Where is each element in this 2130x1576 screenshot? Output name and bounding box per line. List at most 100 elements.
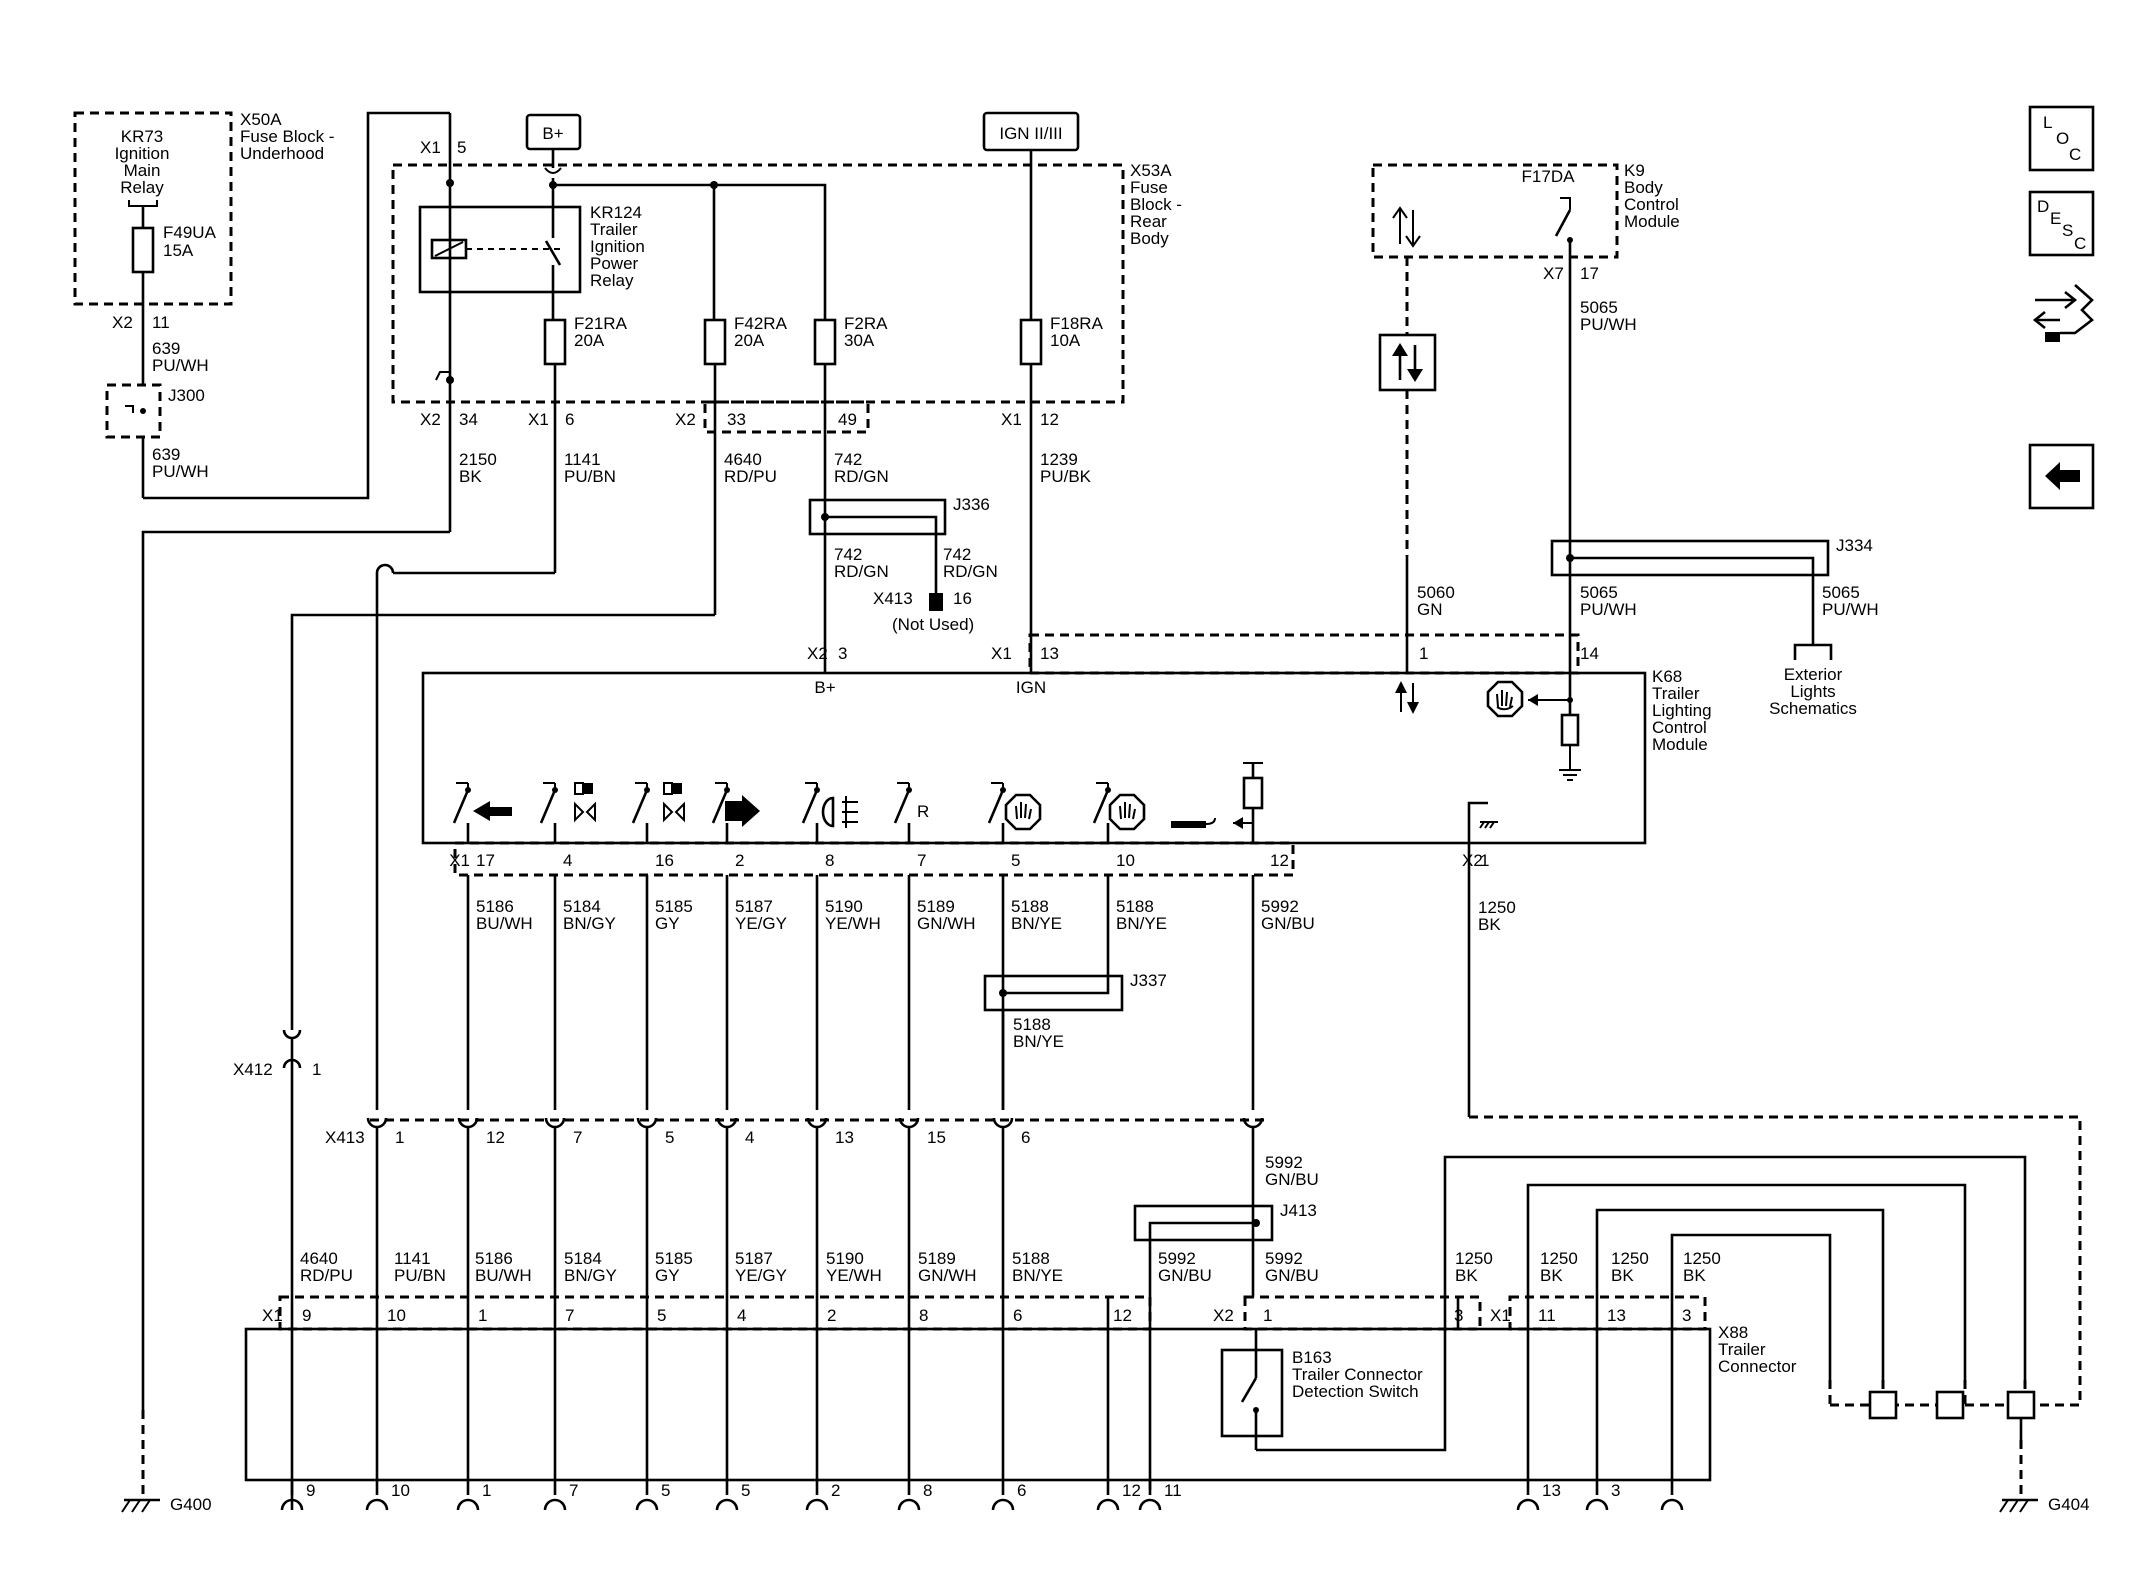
svg-text:X50A: X50A — [240, 110, 282, 129]
svg-text:RD/PU: RD/PU — [300, 1266, 353, 1285]
svg-text:3: 3 — [838, 644, 847, 663]
svg-text:16: 16 — [953, 589, 972, 608]
svg-text:X1: X1 — [1490, 1306, 1511, 1325]
svg-text:1: 1 — [312, 1060, 321, 1079]
svg-text:Trailer: Trailer — [1718, 1340, 1766, 1359]
svg-text:X2: X2 — [1213, 1306, 1234, 1325]
svg-text:1250: 1250 — [1455, 1249, 1493, 1268]
svg-text:5992: 5992 — [1158, 1249, 1196, 1268]
svg-text:8: 8 — [919, 1306, 928, 1325]
svg-text:X413: X413 — [873, 589, 913, 608]
svg-text:Trailer: Trailer — [1652, 684, 1700, 703]
x88-terminal: 12 — [1096, 1297, 1141, 1511]
svg-text:1: 1 — [482, 1481, 491, 1500]
svg-text:F49UA: F49UA — [163, 223, 217, 242]
svg-text:5188: 5188 — [1011, 897, 1049, 916]
connector-tool-icon[interactable] — [2032, 284, 2094, 342]
svg-text:GN/BU: GN/BU — [1265, 1266, 1319, 1285]
svg-text:G404: G404 — [2048, 1495, 2090, 1514]
svg-text:YE/WH: YE/WH — [826, 1266, 882, 1285]
svg-text:5: 5 — [665, 1128, 674, 1147]
svg-text:PU/WH: PU/WH — [1580, 315, 1637, 334]
svg-text:D: D — [2037, 197, 2049, 216]
svg-text:6: 6 — [1017, 1481, 1026, 1500]
j413-splice: J413 5992 GN/BU — [1133, 1153, 1319, 1490]
svg-text:639: 639 — [152, 445, 180, 464]
switch-fog-lamp-icon — [801, 782, 820, 843]
svg-text:J334: J334 — [1836, 536, 1873, 555]
x88-terminal — [1660, 1480, 1684, 1511]
svg-text:Lights: Lights — [1790, 682, 1835, 701]
svg-text:X2: X2 — [112, 313, 133, 332]
svg-text:1: 1 — [395, 1128, 404, 1147]
svg-text:X1: X1 — [528, 410, 549, 429]
svg-text:13: 13 — [1542, 1481, 1561, 1500]
x88-terminal: 13 — [1516, 1480, 1561, 1511]
switch-reverse-icon — [893, 782, 912, 843]
svg-text:1: 1 — [478, 1306, 487, 1325]
svg-text:33: 33 — [727, 410, 746, 429]
svg-text:Ignition: Ignition — [115, 144, 170, 163]
svg-text:30A: 30A — [844, 331, 875, 350]
svg-text:GY: GY — [655, 914, 680, 933]
svg-text:X1: X1 — [449, 851, 470, 870]
svg-text:5992: 5992 — [1261, 897, 1299, 916]
x412-connector: X412 1 — [233, 1029, 321, 1510]
svg-text:GN: GN — [1417, 600, 1443, 619]
svg-text:742: 742 — [943, 545, 971, 564]
svg-text:10: 10 — [1116, 851, 1135, 870]
svg-text:5189: 5189 — [918, 1249, 956, 1268]
svg-text:5: 5 — [1011, 851, 1020, 870]
j334-splice: J334 5065 PU/WH 5065 PU/WH Exterior Ligh… — [1550, 536, 1879, 718]
svg-text:K9: K9 — [1624, 161, 1645, 180]
svg-text:7: 7 — [917, 851, 926, 870]
svg-text:5184: 5184 — [563, 897, 601, 916]
svg-text:1250: 1250 — [1478, 898, 1516, 917]
x88-terminal: 7 — [543, 1297, 578, 1511]
svg-text:BN/YE: BN/YE — [1011, 914, 1062, 933]
svg-text:6: 6 — [1021, 1128, 1030, 1147]
svg-text:10A: 10A — [1050, 331, 1081, 350]
svg-text:L: L — [2043, 113, 2052, 132]
j337-splice: J337 5188 BN/YE — [983, 875, 1167, 1051]
svg-text:Relay: Relay — [120, 178, 164, 197]
svg-text:F18RA: F18RA — [1050, 314, 1104, 333]
svg-text:GN/BU: GN/BU — [1261, 914, 1315, 933]
svg-text:X2: X2 — [420, 410, 441, 429]
wire-639: 639 PU/WH J300 639 PU/WH — [105, 111, 450, 500]
svg-text:13: 13 — [1607, 1306, 1626, 1325]
svg-text:BN/GY: BN/GY — [564, 1266, 617, 1285]
svg-text:4640: 4640 — [724, 450, 762, 469]
svg-text:5992: 5992 — [1265, 1153, 1303, 1172]
svg-text:B+: B+ — [814, 678, 835, 697]
svg-text:J337: J337 — [1130, 971, 1167, 990]
switch-brake-icon — [1092, 782, 1111, 843]
k68-output-wires: 5186BU/WH5184BN/GY5185GY5187YE/GY5190YE/… — [300, 875, 1721, 1297]
svg-text:5186: 5186 — [475, 1249, 513, 1268]
f49ua-fuse-icon — [131, 226, 155, 274]
switch-brake-icon — [987, 782, 1006, 843]
svg-text:X1: X1 — [991, 644, 1012, 663]
svg-text:5: 5 — [661, 1481, 670, 1500]
loc-button[interactable]: L O C — [2028, 105, 2095, 172]
svg-text:5185: 5185 — [655, 897, 693, 916]
desc-button[interactable]: D E S C — [2028, 190, 2095, 257]
svg-text:GN/BU: GN/BU — [1158, 1266, 1212, 1285]
svg-text:Body: Body — [1624, 178, 1663, 197]
x413-pin — [1242, 1117, 1264, 1297]
svg-text:Rear: Rear — [1130, 212, 1167, 231]
svg-text:J413: J413 — [1280, 1201, 1317, 1220]
x88-terminal: 11 — [1138, 1480, 1182, 1511]
input-icon — [1486, 673, 1581, 781]
svg-text:1141: 1141 — [394, 1249, 431, 1268]
back-button[interactable] — [2028, 443, 2095, 510]
svg-text:Schematics: Schematics — [1769, 699, 1857, 718]
